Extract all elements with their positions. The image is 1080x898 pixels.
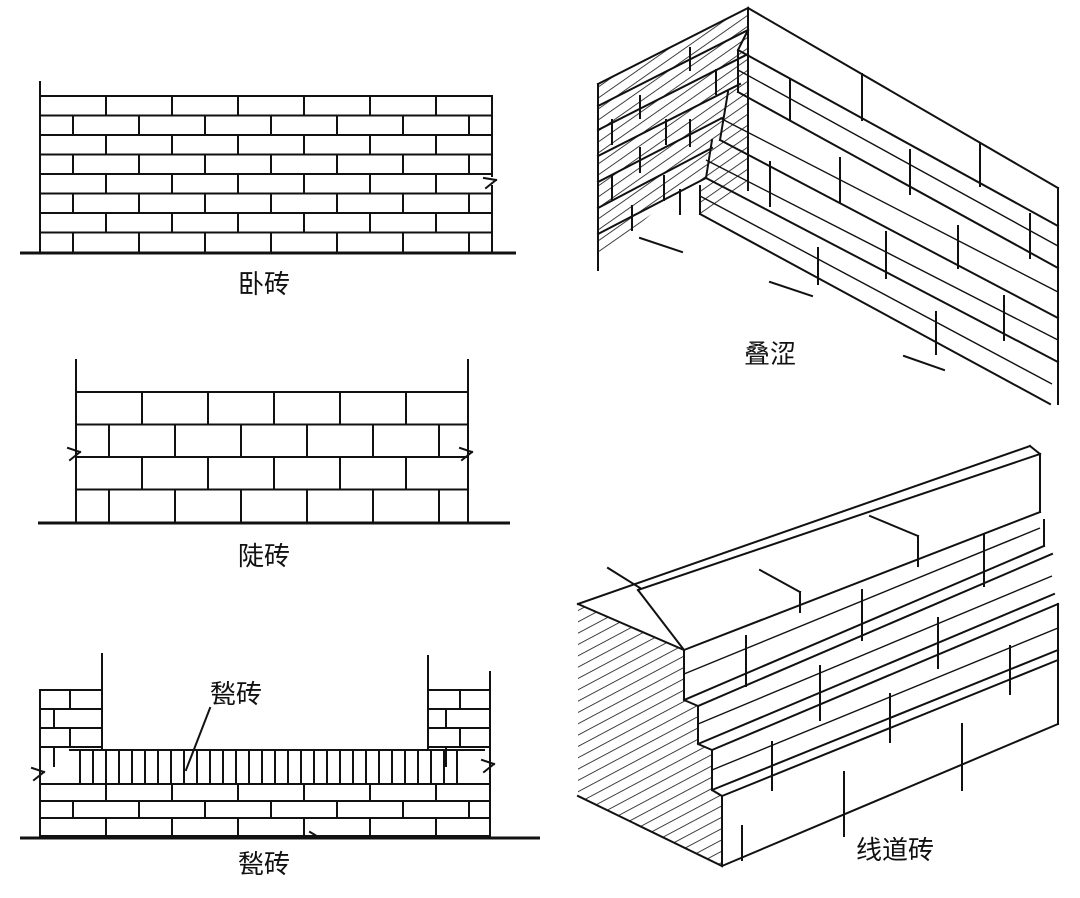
leader-line	[184, 706, 212, 772]
break-mark	[482, 762, 496, 774]
caption-louzhuan: 陡砖	[238, 542, 291, 572]
caption-wozhuan: 卧砖	[238, 270, 291, 300]
break-mark	[308, 830, 322, 840]
break-mark	[480, 758, 496, 766]
break-mark	[460, 450, 474, 462]
wozhuan-wall	[20, 81, 516, 255]
diese-hatched-face	[598, 8, 748, 260]
qizhuan-wall	[20, 653, 540, 840]
louzhuan-wall	[38, 359, 510, 525]
caption-qizhuan-callout: 甃砖	[210, 680, 263, 710]
break-mark	[458, 446, 474, 454]
diese-corbel	[596, 6, 1060, 406]
caption-qizhuan: 甃砖	[238, 850, 291, 880]
caption-diese: 叠涩	[744, 340, 797, 370]
break-mark	[68, 450, 82, 462]
break-mark	[482, 176, 498, 182]
xiandaozhuan-hatched-section	[578, 604, 722, 866]
xiandaozhuan-base	[576, 444, 1060, 868]
break-mark	[32, 770, 46, 782]
break-mark	[30, 766, 46, 774]
break-mark	[484, 178, 498, 190]
break-mark	[66, 446, 82, 454]
caption-xiandaozhuan: 线道砖	[856, 836, 935, 866]
